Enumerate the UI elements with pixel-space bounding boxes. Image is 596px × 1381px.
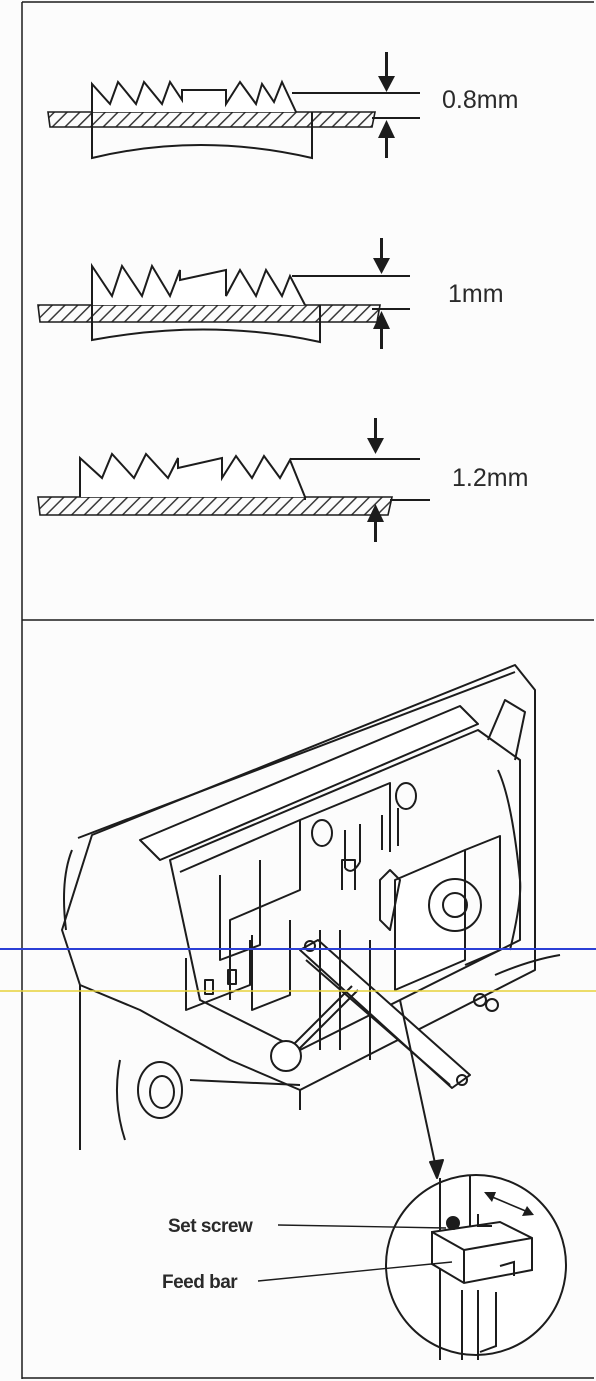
page-frame	[21, 1, 594, 1379]
throat-plate-hatched	[37, 304, 381, 323]
throat-plate-hatched	[47, 111, 376, 128]
feed-dog-teeth	[91, 262, 306, 306]
arrow-down-icon	[378, 52, 395, 92]
arrow-up-icon	[378, 120, 395, 158]
machine-bed-drawing	[61, 664, 561, 1179]
feed-dog-body	[91, 112, 313, 160]
hook-disc	[428, 878, 482, 932]
callout-leaders	[257, 1224, 453, 1282]
set-screw-head	[446, 1216, 460, 1230]
shaft-boss-1	[311, 819, 333, 847]
bed-outline	[61, 664, 536, 1091]
shaft-boss-2	[395, 782, 417, 810]
callout-set-screw: Set screw	[168, 1216, 253, 1237]
arrow-down-icon	[373, 238, 390, 274]
lever-roller	[270, 1040, 302, 1072]
arrow-up-icon	[367, 504, 384, 542]
arrow-up-icon	[373, 311, 390, 349]
dimension-label-0.8mm: 0.8mm	[442, 86, 518, 114]
feed-bar-block	[431, 1220, 533, 1285]
feed-dog-height-diagram-1	[47, 52, 420, 160]
inner-frame	[169, 729, 521, 1051]
feed-dog-body	[91, 305, 321, 344]
top-rail	[139, 705, 479, 861]
feed-dog-teeth	[79, 452, 306, 498]
left-boss	[137, 1061, 183, 1119]
feed-dog-height-diagram-3	[37, 418, 430, 542]
feed-dog-teeth	[91, 79, 297, 113]
dimension-label-1.2mm: 1.2mm	[452, 464, 528, 492]
feed-bar-detail-view	[385, 1174, 567, 1360]
double-arrow-icon	[489, 1195, 529, 1213]
arrow-down-icon	[367, 418, 384, 454]
detail-pointer-line	[399, 999, 437, 1169]
feed-dog-height-diagram-2	[37, 238, 410, 349]
dimension-label-1mm: 1mm	[448, 280, 504, 308]
throat-plate-hatched	[37, 496, 393, 516]
feed-dog-body	[304, 497, 306, 500]
callout-feed-bar: Feed bar	[162, 1272, 238, 1293]
